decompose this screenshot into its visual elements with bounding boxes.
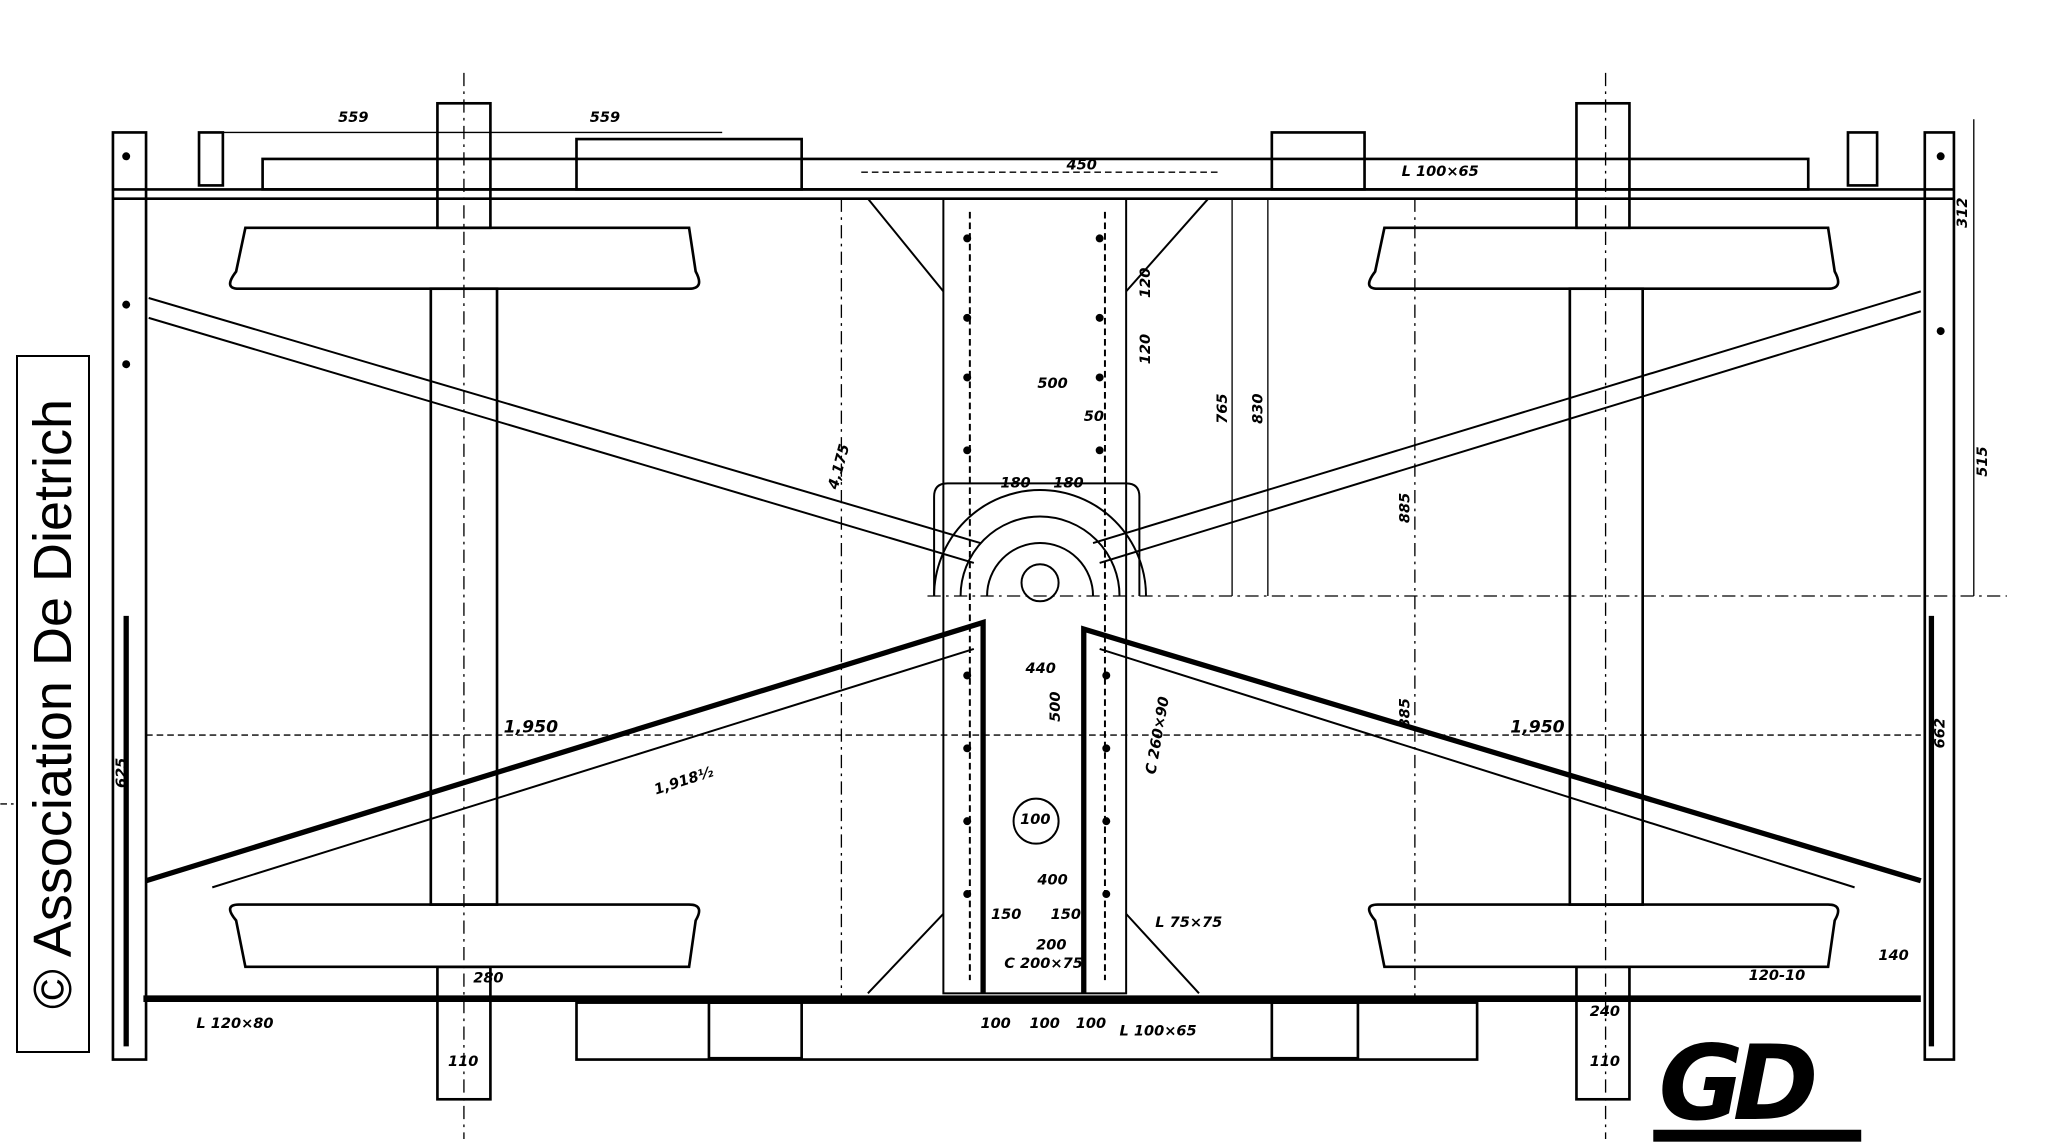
gd-logo: GD [1653, 1024, 1862, 1143]
dim-label: 100 [1029, 1015, 1059, 1032]
dim-label: 100 [1076, 1015, 1106, 1032]
dim-label: 150 [991, 906, 1021, 923]
dim-label: L 100×65 [1120, 1023, 1197, 1040]
dim-label: 150 [1051, 906, 1081, 923]
dim-label: 120-10 [1749, 967, 1806, 984]
dim-label: L 75×75 [1155, 914, 1222, 931]
dim-label: 110 [448, 1053, 478, 1070]
dim-label: 515 [1974, 446, 1991, 476]
dim-label: 885 [1397, 493, 1414, 523]
dim-label: 180 [1000, 474, 1030, 491]
dim-label: 450 [1066, 157, 1097, 174]
dim-label: 50 [1084, 408, 1104, 425]
dim-label: 625 [113, 758, 130, 788]
dim-label: 120 [1137, 334, 1154, 364]
dim-label: 500 [1037, 375, 1067, 392]
dim-label: 1,950 [1510, 717, 1564, 737]
dim-label: L 120×80 [196, 1015, 273, 1032]
dim-label: 830 [1250, 393, 1267, 423]
dim-label: 440 [1024, 660, 1055, 677]
dim-label: 100 [980, 1015, 1010, 1032]
dim-label: 1,918½ [652, 763, 716, 798]
dim-label: C 200×75 [1004, 955, 1083, 972]
dim-label: 4,175 [825, 442, 854, 492]
dim-label: 140 [1878, 947, 1908, 964]
dim-label: 1,950 [504, 717, 558, 737]
svg-text:GD: GD [1659, 1024, 1815, 1143]
wheelsets [228, 72, 1840, 1140]
dimension-labels: 559 559 450 L 100×65 1,950 1,950 1,918½ … [113, 109, 1991, 1070]
dim-label: 280 [473, 970, 503, 987]
dim-label: 312 [1954, 197, 1971, 227]
dim-label: 400 [1036, 872, 1067, 889]
dim-label: 885 [1397, 698, 1414, 728]
dim-label: 240 [1590, 1003, 1620, 1020]
dim-label: L 100×65 [1402, 163, 1479, 180]
dim-label: 120 [1137, 268, 1154, 298]
dim-label: 110 [1590, 1053, 1620, 1070]
dim-label: 200 [1036, 937, 1066, 954]
dim-label: 500 [1047, 691, 1064, 721]
copyright-notice: © Association De Dietrich [16, 355, 90, 1053]
rivets [122, 152, 1945, 898]
dim-label: 559 [338, 109, 368, 126]
dim-label: 662 [1932, 718, 1949, 748]
heavy-braces [145, 618, 1922, 994]
dim-label: 100 [1020, 811, 1050, 828]
dim-label: 559 [590, 109, 620, 126]
dimension-lines [0, 119, 2007, 1000]
dim-label: 765 [1214, 393, 1231, 423]
dim-label: 180 [1053, 474, 1083, 491]
